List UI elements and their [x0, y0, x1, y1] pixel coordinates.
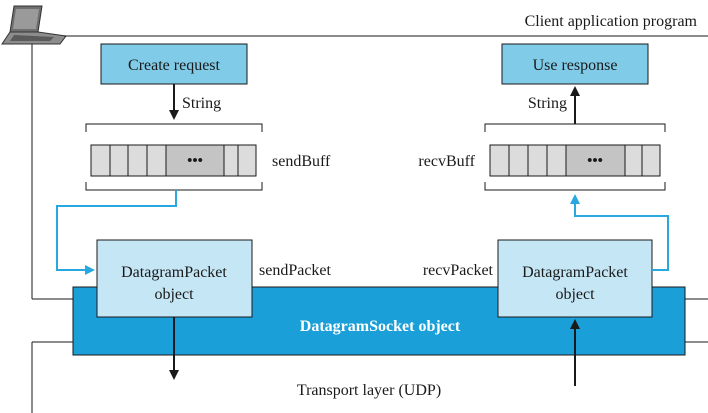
- send-packet-label: sendPacket: [259, 262, 332, 279]
- recv-packet-line1: DatagramPacket: [522, 264, 628, 281]
- datagram-socket-label: DatagramSocket object: [300, 318, 461, 335]
- use-response-label: Use response: [533, 57, 618, 74]
- recv-packet-label: recvPacket: [423, 262, 494, 279]
- send-buffer-dots: •••: [187, 153, 203, 169]
- create-request-label: Create request: [128, 57, 221, 74]
- send-buff-label: sendBuff: [272, 153, 331, 170]
- send-packet-line1: DatagramPacket: [121, 264, 227, 281]
- transport-layer-boundary: [31, 341, 708, 413]
- recv-buff-label: recvBuff: [418, 153, 475, 170]
- sendbuff-to-packet-arrow: [56, 190, 177, 275]
- client-program-label: Client application program: [525, 13, 698, 30]
- recv-buffer-dots: •••: [587, 153, 603, 169]
- recv-packet-line2: object: [555, 286, 595, 303]
- recv-datagram-packet-box: [497, 239, 653, 318]
- packet-to-recvbuff-arrow: [570, 194, 669, 271]
- client-program-boundary: [31, 35, 708, 300]
- string-label-left: String: [182, 95, 221, 112]
- transport-layer-label: Transport layer (UDP): [297, 382, 441, 399]
- send-datagram-packet-box: [96, 239, 253, 318]
- send-packet-line2: object: [154, 286, 194, 303]
- use-response-box: [501, 43, 649, 85]
- recv-buffer: [484, 123, 666, 191]
- send-buffer: [85, 123, 263, 191]
- string-label-right: String: [528, 95, 567, 112]
- laptop-icon: [1, 5, 67, 45]
